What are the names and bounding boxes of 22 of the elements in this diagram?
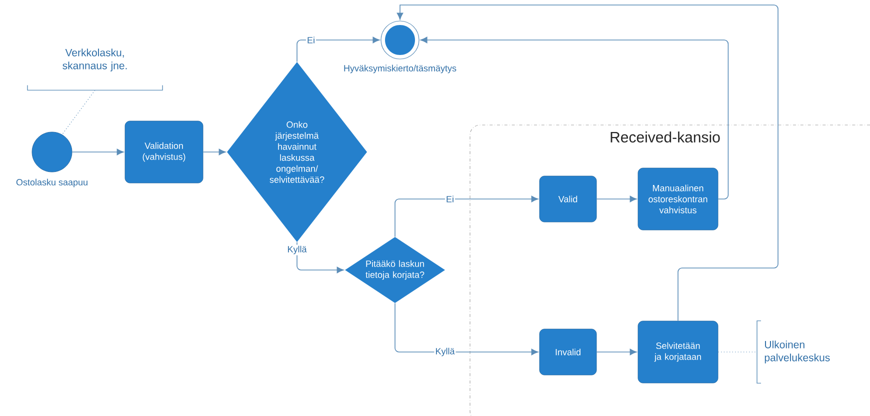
- arrow: [296, 36, 380, 62]
- process-box: Selvitetään ja korjataan: [638, 320, 718, 384]
- arrow: [202, 148, 226, 156]
- arrow: [394, 302, 538, 356]
- circle-label: Ostolasku saapuu: [16, 178, 88, 188]
- process-box: Manuaalinen ostoreskontran vahvistus: [638, 168, 718, 230]
- edge-label: Kyllä: [286, 244, 308, 256]
- bracketed-note: Verkkolasku, skannaus jne.: [27, 48, 163, 91]
- bracketed-note: Ulkoinen palvelukeskus: [756, 320, 830, 384]
- edge-label: Ei: [306, 36, 316, 44]
- leader-line: [62, 90, 96, 135]
- arrow: [72, 148, 124, 156]
- arrow: [296, 242, 344, 274]
- edge-label: Ei: [445, 194, 455, 204]
- process-box: Invalid: [539, 328, 597, 376]
- process-box: Validation (vahvistus): [124, 120, 204, 184]
- process-box: Valid: [539, 176, 597, 222]
- arrow: [596, 196, 637, 202]
- arrow: [394, 196, 538, 238]
- arrow: [396, 4, 778, 322]
- arrow: [596, 348, 637, 356]
- edge-label: Kyllä: [434, 346, 456, 358]
